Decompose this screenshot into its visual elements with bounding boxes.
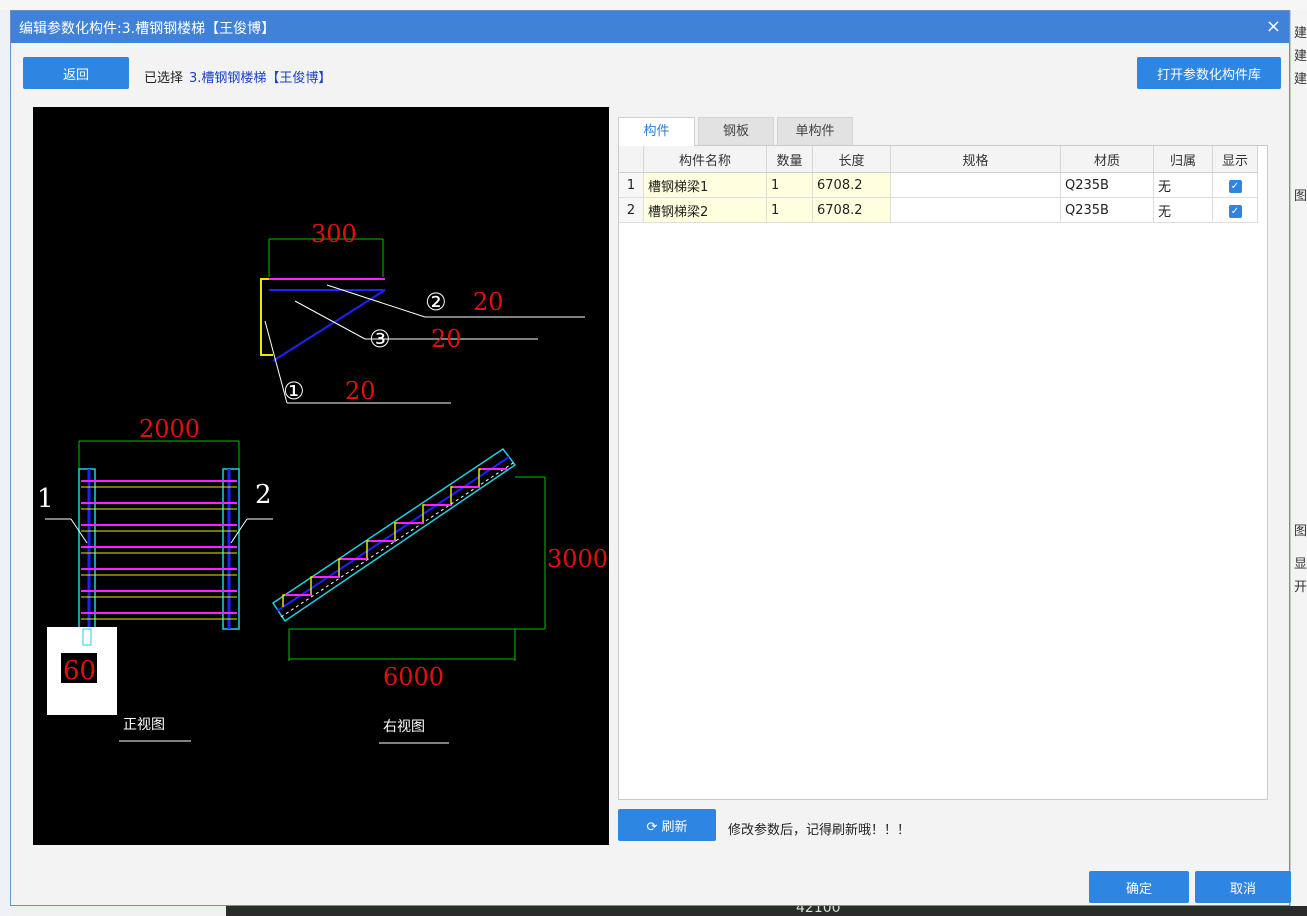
cell-length[interactable]: 6708.2	[812, 197, 891, 223]
open-library-button[interactable]: 打开参数化构件库	[1137, 57, 1281, 89]
table-row[interactable]: 2 槽钢梯梁2 1 6708.2 Q235B 无 ✓	[619, 197, 1258, 223]
cad-preview: 300 ② 20 ③ 20 ① 20	[33, 107, 609, 845]
cell-owner[interactable]: 无	[1153, 172, 1213, 198]
side-dim-height: 3000	[547, 545, 608, 573]
background-canvas-strip: 42100	[226, 900, 1307, 916]
callout-1-value: 20	[345, 377, 376, 405]
cancel-button[interactable]: 取消	[1195, 871, 1291, 903]
back-button[interactable]: 返回	[23, 57, 129, 89]
bg-glyph: 建	[1294, 49, 1307, 64]
cell-show: ✓	[1212, 172, 1258, 198]
cell-owner[interactable]: 无	[1153, 197, 1213, 223]
cad-drawing: 300 ② 20 ③ 20 ① 20	[37, 220, 608, 744]
col-header-qty[interactable]: 数量	[766, 146, 813, 173]
side-dim-length: 6000	[383, 663, 444, 691]
table-row[interactable]: 1 槽钢梯梁1 1 6708.2 Q235B 无 ✓	[619, 172, 1258, 198]
checkbox-checked-icon[interactable]: ✓	[1228, 204, 1242, 218]
cell-name[interactable]: 槽钢梯梁2	[643, 197, 767, 223]
col-header-name[interactable]: 构件名称	[643, 146, 767, 173]
cell-show: ✓	[1212, 197, 1258, 223]
col-header-length[interactable]: 长度	[812, 146, 891, 173]
tab-components[interactable]: 构件	[618, 117, 695, 146]
confirm-button[interactable]: 确定	[1089, 871, 1189, 903]
front-label-1: 1	[37, 484, 54, 514]
col-header-index	[619, 146, 644, 173]
callout-3: ③	[369, 325, 391, 353]
background-right-panel: 建 建 建 图 图 显 开	[1290, 10, 1307, 916]
table-header-row: 构件名称 数量 长度 规格 材质 归属 显示	[619, 146, 1258, 173]
bg-glyph: 开	[1294, 580, 1307, 595]
row-index: 2	[619, 197, 644, 223]
cell-length[interactable]: 6708.2	[812, 172, 891, 198]
bg-glyph: 建	[1294, 26, 1307, 41]
front-bottom-value: 60	[63, 656, 96, 686]
cell-qty[interactable]: 1	[766, 172, 813, 198]
col-header-show[interactable]: 显示	[1212, 146, 1258, 173]
cell-qty[interactable]: 1	[766, 197, 813, 223]
callout-1: ①	[283, 377, 305, 405]
refresh-icon: ⟳	[646, 819, 658, 835]
side-view-caption: 右视图	[383, 719, 425, 735]
selected-component: 已选择 3.槽钢钢楼梯【王俊博】	[144, 67, 331, 86]
callout-2: ②	[425, 288, 447, 316]
bg-glyph: 图	[1294, 524, 1307, 539]
dialog-title: 编辑参数化构件:3.槽钢钢楼梯【王俊博】	[19, 21, 276, 37]
component-table: 构件名称 数量 长度 规格 材质 归属 显示 1 槽钢梯梁1 1 6708.2 …	[618, 145, 1268, 800]
cell-spec[interactable]	[890, 197, 1061, 223]
front-view-caption: 正视图	[123, 717, 165, 733]
checkbox-checked-icon[interactable]: ✓	[1228, 179, 1242, 193]
front-view: 2000	[37, 415, 273, 742]
background-left-panel	[0, 10, 10, 916]
front-label-2: 2	[255, 480, 272, 510]
edit-parametric-dialog: 编辑参数化构件:3.槽钢钢楼梯【王俊博】 × 返回 已选择 3.槽钢钢楼梯【王俊博…	[10, 10, 1291, 906]
detail-view: 300 ② 20 ③ 20 ① 20	[260, 220, 585, 405]
cell-spec[interactable]	[890, 172, 1061, 198]
detail-dim-width: 300	[311, 220, 357, 248]
tab-steel-plate[interactable]: 钢板	[698, 117, 774, 146]
row-index: 1	[619, 172, 644, 198]
close-icon[interactable]: ×	[1265, 16, 1281, 37]
bg-glyph: 图	[1294, 189, 1307, 204]
cell-name[interactable]: 槽钢梯梁1	[643, 172, 767, 198]
col-header-material[interactable]: 材质	[1060, 146, 1154, 173]
refresh-label: 刷新	[661, 819, 688, 835]
selected-prefix: 已选择	[144, 71, 184, 86]
callout-2-value: 20	[473, 288, 504, 316]
dialog-titlebar: 编辑参数化构件:3.槽钢钢楼梯【王俊博】 ×	[11, 11, 1289, 43]
col-header-spec[interactable]: 规格	[890, 146, 1061, 173]
callout-3-value: 20	[431, 325, 462, 353]
col-header-owner[interactable]: 归属	[1153, 146, 1213, 173]
cell-material[interactable]: Q235B	[1060, 197, 1154, 223]
refresh-hint: 修改参数后，记得刷新哦！！！	[728, 823, 911, 838]
bg-glyph: 建	[1294, 72, 1307, 87]
selected-value: 3.槽钢钢楼梯【王俊博】	[189, 71, 332, 86]
bg-glyph: 显	[1294, 557, 1307, 572]
front-dim-width: 2000	[139, 415, 200, 443]
cell-material[interactable]: Q235B	[1060, 172, 1154, 198]
side-view: 3000 6000 右视图	[271, 447, 608, 744]
tab-single-component[interactable]: 单构件	[777, 117, 853, 146]
refresh-button[interactable]: ⟳ 刷新	[618, 809, 716, 841]
